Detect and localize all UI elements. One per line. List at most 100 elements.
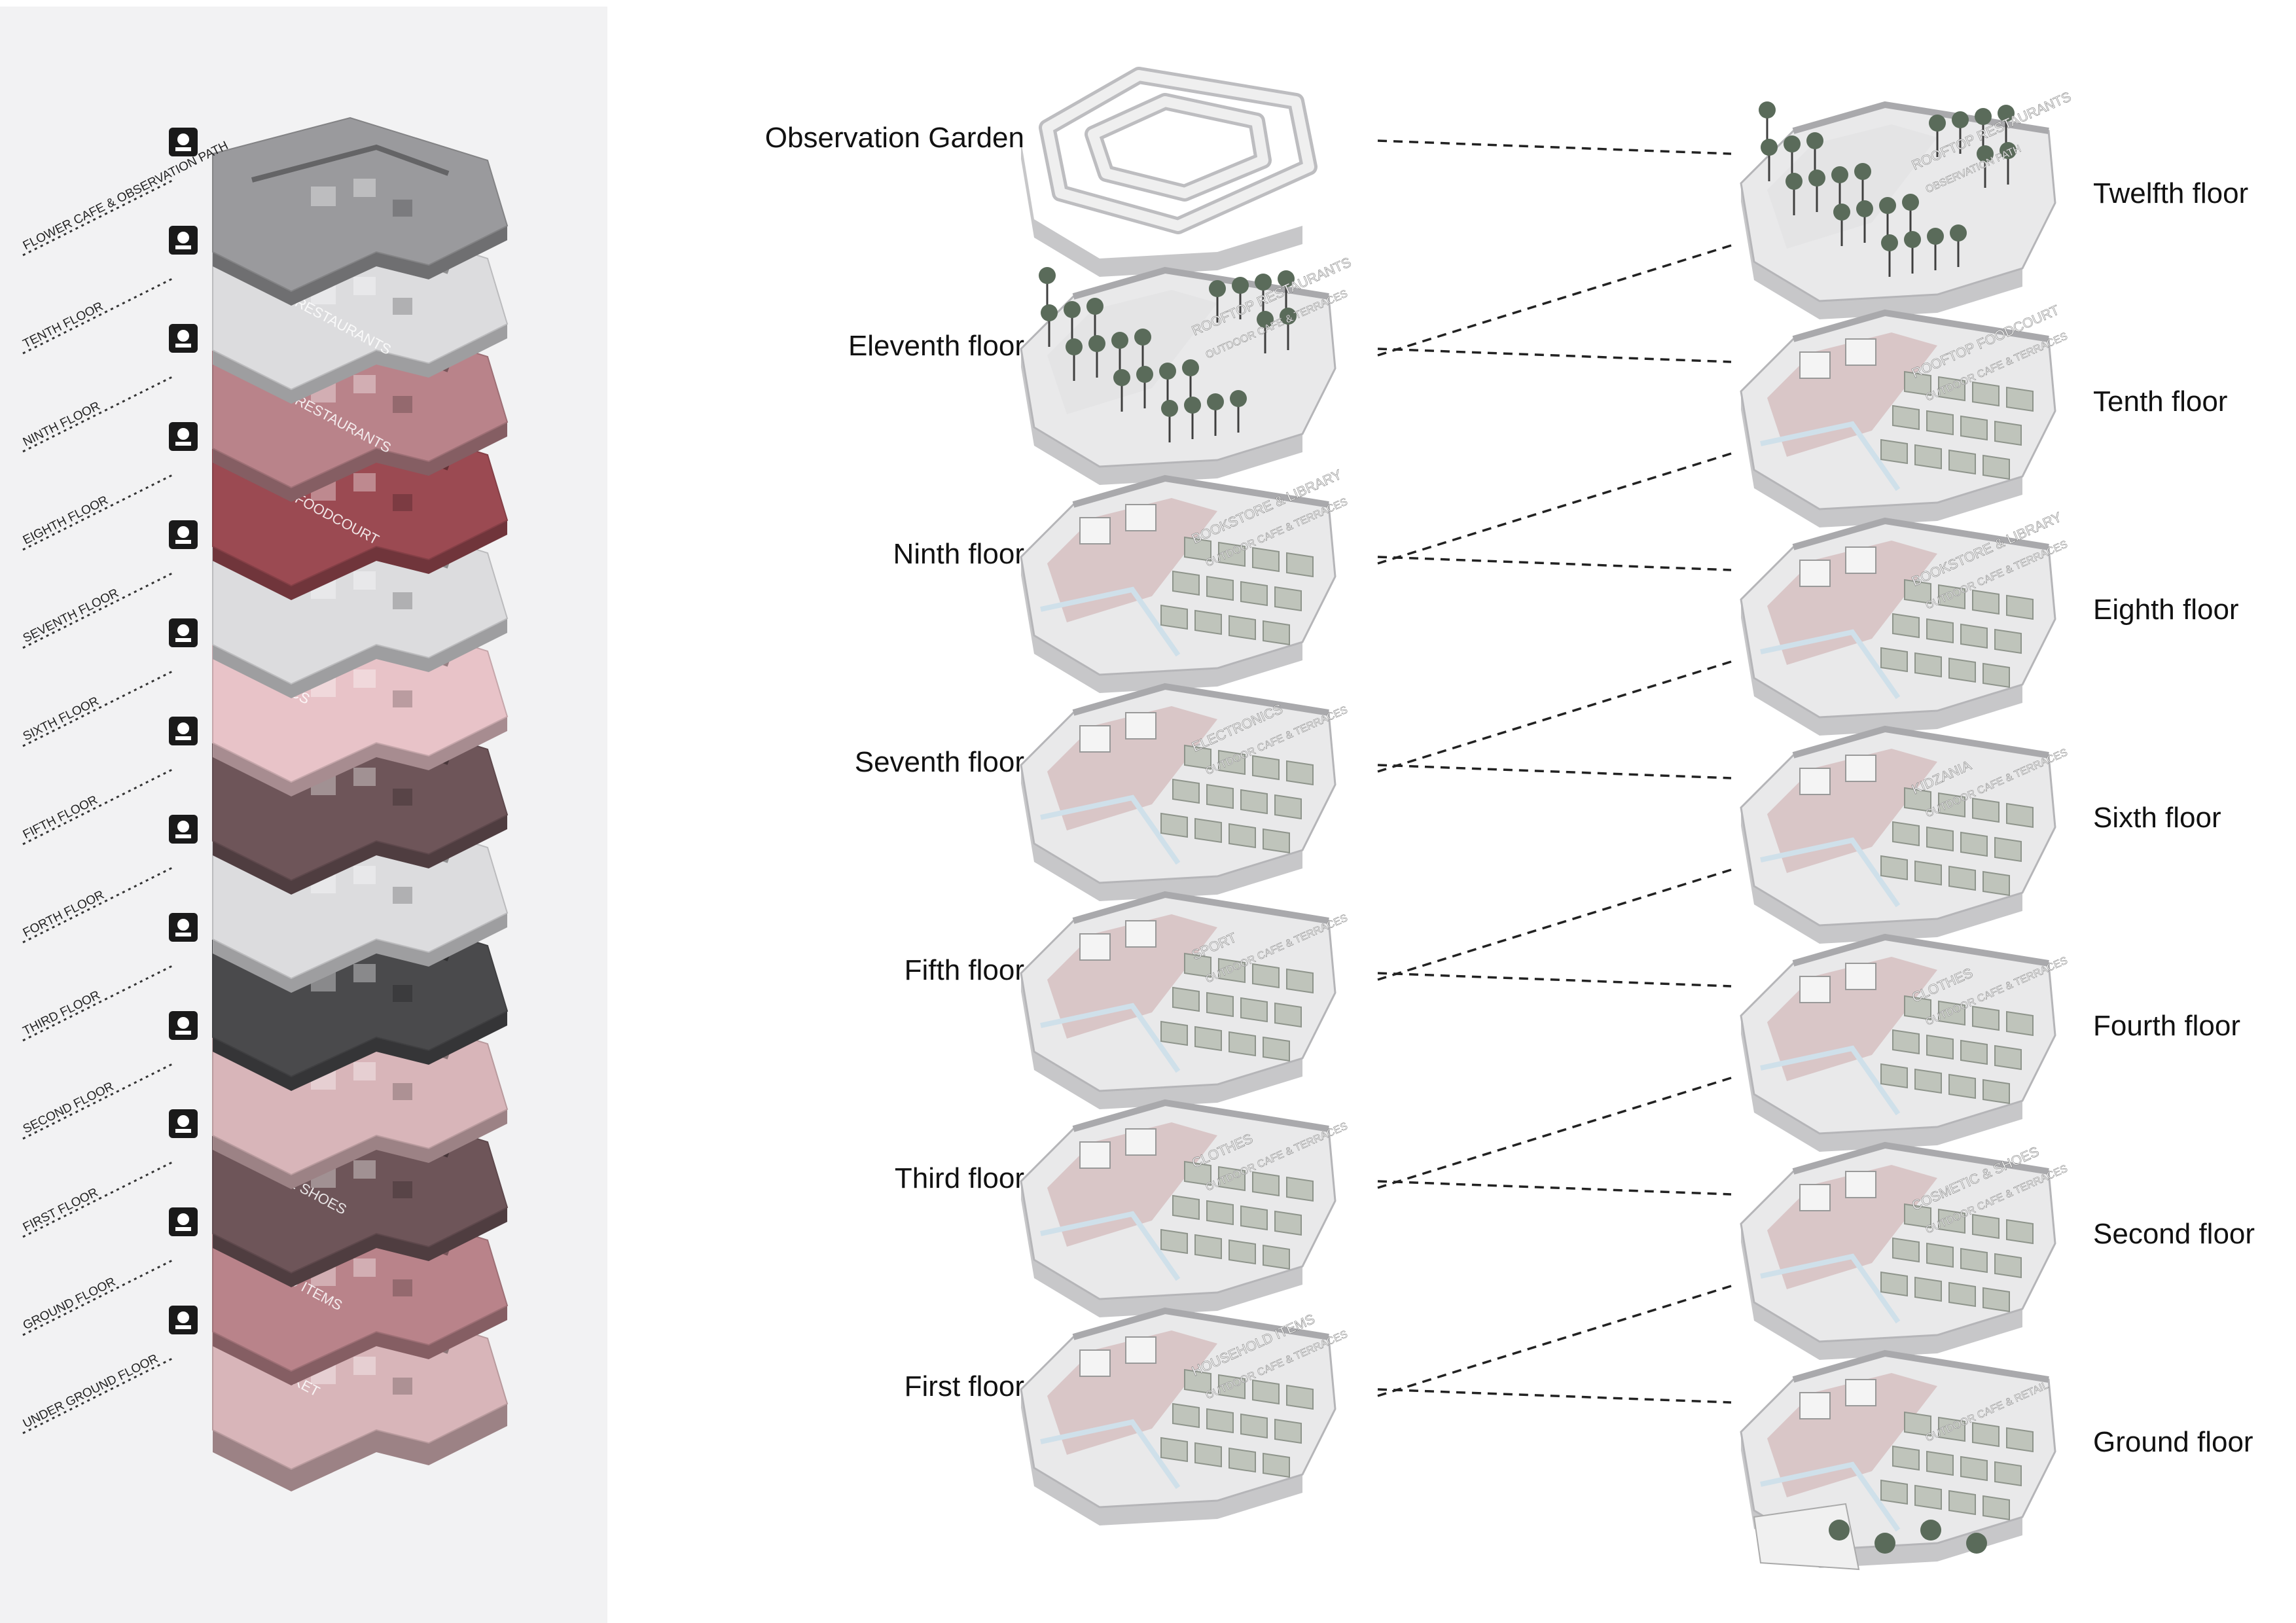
tree-crown [1278,270,1295,287]
icon-detail [175,834,191,838]
shop-cell [1994,628,2022,654]
icon-detail [175,1129,191,1133]
shop-cell [1172,1402,1200,1429]
shop-cell [1926,1034,1954,1060]
tree-crown [1041,304,1058,321]
core-box [1845,338,1876,366]
glass-railing [1040,586,1181,657]
floor-label: Seventh floor [855,746,1024,778]
shop-cell [1892,404,1920,431]
shop-cell [1206,1200,1234,1226]
tree-crown [1904,231,1921,248]
core-box [1845,1379,1876,1406]
shop-cell [1160,1020,1188,1046]
shop-cell [1263,1036,1290,1062]
shop-cell [1240,1413,1268,1439]
floor-label: Third floor [895,1162,1024,1194]
shop-cell [1252,546,1280,573]
plan-back-wall [1072,1099,1329,1132]
shop-cell [1892,1237,1920,1263]
glass-railing [1760,1461,1901,1532]
slab-core [393,887,412,904]
floor-connector [1377,1180,1732,1196]
shop-cell [1172,778,1200,804]
tree-crown [1207,393,1224,410]
slab-edge [213,448,507,600]
shop-cell [1880,647,1908,673]
shop-cell [1240,789,1268,815]
sport-icon [169,815,198,844]
tree-crown [1785,173,1803,190]
shop-cell [2006,1219,2034,1245]
plan-back-wall [1072,683,1329,716]
slab-edge [213,1135,507,1287]
shop-cell [1274,586,1302,612]
slab-core [353,1357,376,1375]
core-box [1799,351,1831,379]
shop-cell [1194,1442,1222,1468]
plan-back-wall [1792,725,2049,758]
slab-core [353,669,376,688]
glass-railing [1040,1419,1181,1489]
slab-core [353,866,376,884]
shop-cell [1972,381,2000,407]
slab-core [353,473,376,491]
glass-railing [1040,1211,1181,1281]
shop-cell [1172,570,1200,596]
icon-detail [177,232,189,243]
tree-crown [1064,301,1081,318]
core-box [1079,517,1111,544]
tree-crown [1255,274,1272,291]
shop-cell [1972,1005,2000,1031]
shop-cell [1948,1281,1976,1308]
shop-cell [1938,1208,1965,1234]
core-box [1125,1128,1157,1156]
toys-icon [169,717,198,745]
shop-cell [1948,1073,1976,1099]
shop-cell [1263,620,1290,646]
shop-cell [1184,952,1211,978]
slab-core [393,789,412,806]
level-leader [22,1357,174,1435]
floor-connector [1377,868,1732,981]
tree-crown [1232,277,1249,294]
plan-back-wall [1792,1141,2049,1175]
dining-icon [169,324,198,353]
slab-core [353,768,376,786]
shop-cell [1982,1079,2010,1105]
computer-icon [169,618,198,647]
tree-crown [1761,139,1778,156]
core-box [1079,1349,1111,1377]
level-leader [22,1062,174,1140]
icon-detail [177,428,189,440]
core-box [1845,755,1876,782]
shop-cell [1982,870,2010,897]
slab-edge [213,350,507,502]
tree-crown [1854,163,1871,180]
shop-cell [1948,449,1976,475]
tree-crown [1086,298,1103,315]
tree-crown [1806,132,1823,149]
plan-back-wall [1072,891,1329,924]
level-leader [22,669,174,747]
shop-cell [1286,1384,1314,1410]
shop-cell [1274,1210,1302,1236]
level-leader [22,571,174,649]
tree-crown [1879,197,1896,214]
slab-core [353,277,376,295]
shop-cell [2006,802,2034,829]
plan-back-wall [1792,101,2049,134]
level-leader [22,1258,174,1336]
slab-core [353,571,376,590]
shop-cell [1948,865,1976,891]
glass-railing [1040,794,1181,865]
plan-back-wall [1072,474,1329,508]
tree-crown [1920,1520,1941,1541]
level-leader [22,179,174,257]
shop-cell [1938,1000,1965,1026]
shop-cell [1994,1461,2022,1487]
shop-cell [1263,1452,1290,1478]
